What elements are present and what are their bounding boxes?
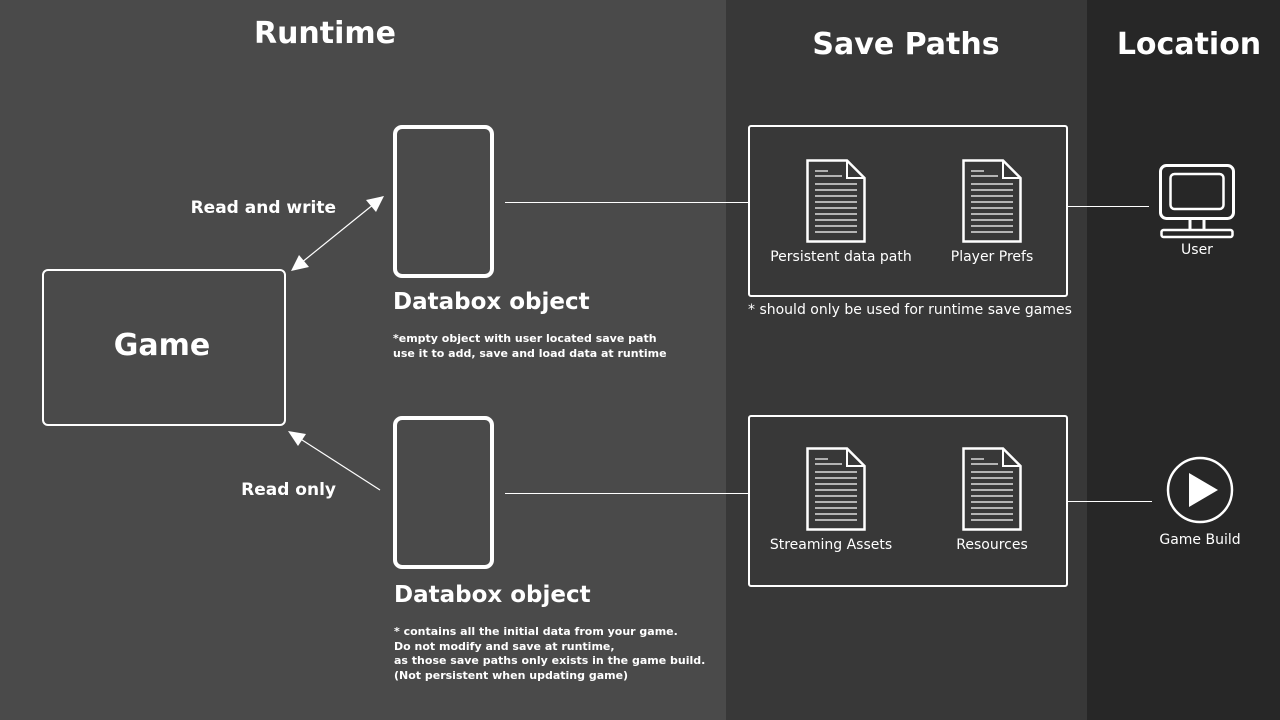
- heading-location: Location: [1116, 27, 1262, 62]
- read-write-arrow: [291, 196, 384, 271]
- streaming-assets-label: Streaming Assets: [769, 537, 893, 553]
- read-only-arrow: [288, 431, 381, 491]
- location-panel: [1087, 0, 1280, 720]
- databox-object-bottom: [393, 416, 494, 569]
- connector-save-top-to-user: [1068, 206, 1149, 207]
- player-prefs-label: Player Prefs: [950, 249, 1034, 265]
- game-label: Game: [113, 328, 211, 363]
- databox-object-top: [393, 125, 494, 278]
- document-icon: [962, 447, 1022, 531]
- databox-top-note: *empty object with user located save pat…: [393, 332, 667, 360]
- play-icon: [1166, 456, 1234, 524]
- save-paths-panel: [726, 0, 1087, 720]
- monitor-icon: [1159, 164, 1235, 239]
- heading-runtime: Runtime: [253, 16, 397, 51]
- databox-bottom-note: * contains all the initial data from you…: [394, 625, 706, 682]
- read-only-label: Read only: [241, 480, 336, 500]
- game-box: [42, 269, 286, 426]
- document-icon: [806, 159, 866, 243]
- heading-save-paths: Save Paths: [812, 27, 1000, 62]
- document-icon: [962, 159, 1022, 243]
- document-icon: [806, 447, 866, 531]
- read-write-label: Read and write: [190, 198, 336, 218]
- game-build-label: Game Build: [1159, 532, 1241, 548]
- save-top-note: * should only be used for runtime save g…: [748, 302, 1072, 318]
- connector-databox-top-to-save: [505, 202, 749, 203]
- persistent-data-path-label: Persistent data path: [770, 249, 912, 265]
- runtime-panel: [0, 0, 726, 720]
- databox-bottom-title: Databox object: [394, 582, 591, 608]
- connector-databox-bottom-to-save: [505, 493, 749, 494]
- connector-save-bottom-to-build: [1068, 501, 1152, 502]
- databox-top-title: Databox object: [393, 289, 590, 315]
- user-label: User: [1181, 242, 1213, 258]
- resources-label: Resources: [956, 537, 1028, 553]
- save-box-top: [748, 125, 1068, 297]
- save-box-bottom: [748, 415, 1068, 587]
